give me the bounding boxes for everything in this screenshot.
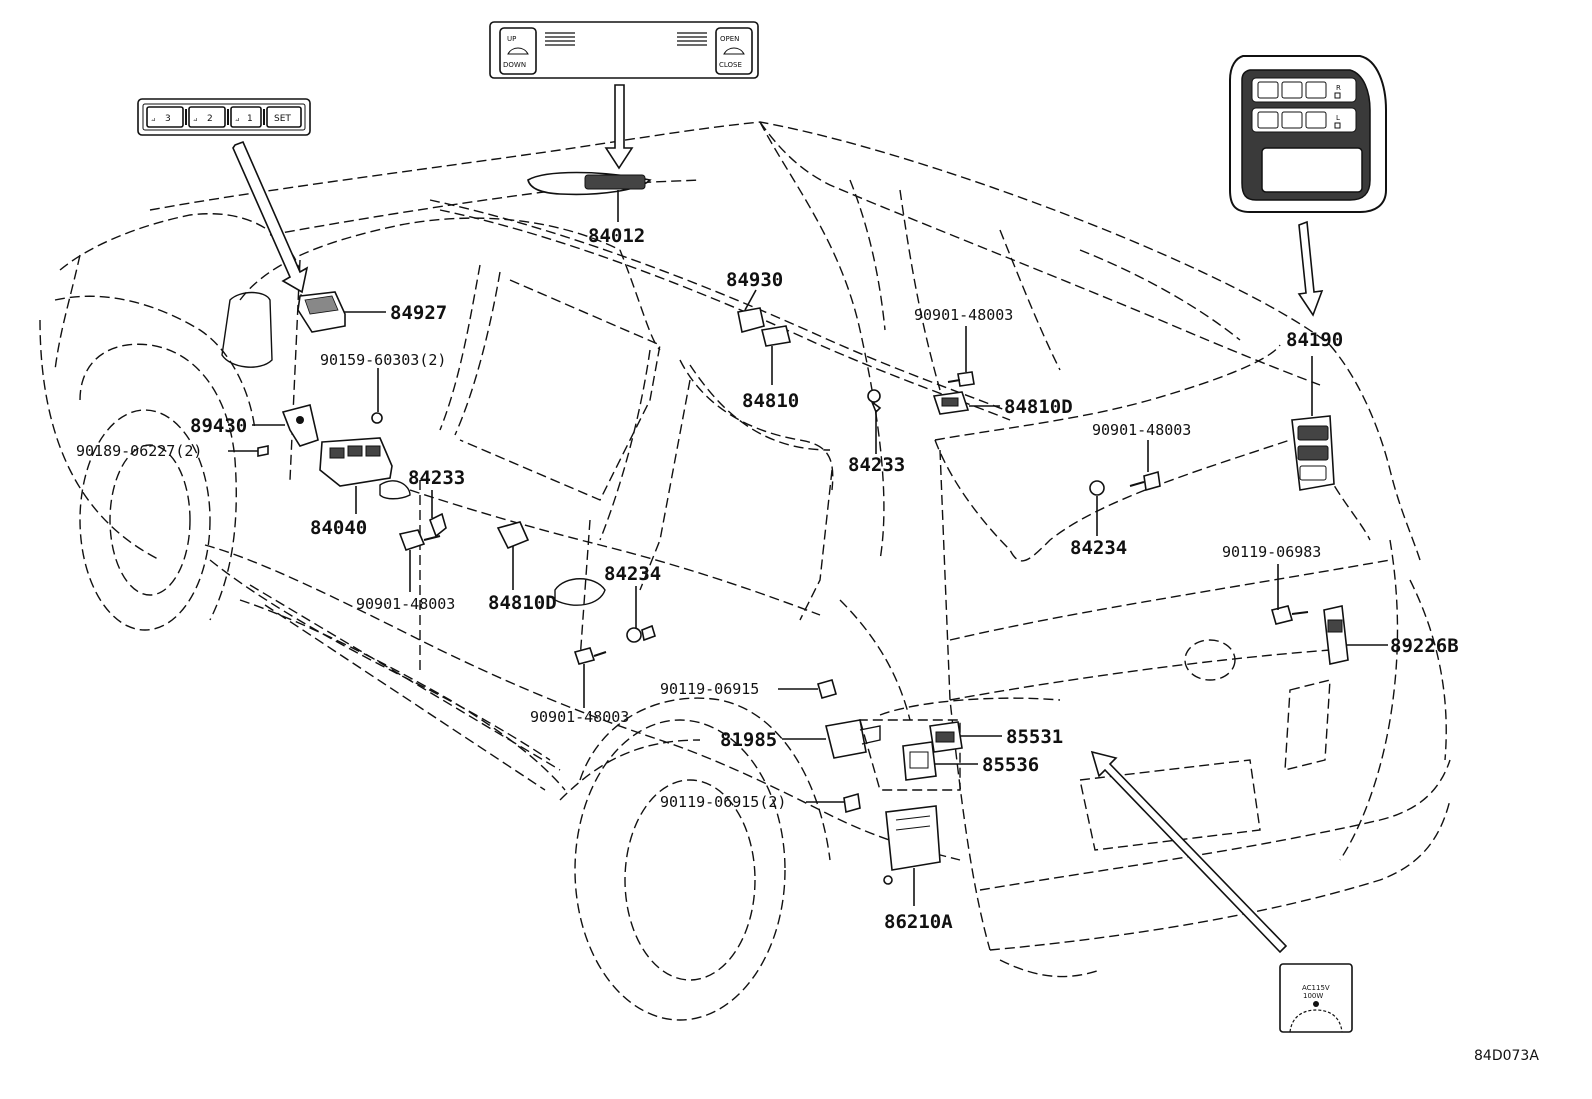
part-84190-drawing bbox=[1291, 415, 1335, 491]
part-84927-drawing bbox=[297, 291, 346, 333]
label-85531: 85531 bbox=[1006, 726, 1063, 748]
part-81985-drawing bbox=[825, 719, 881, 759]
part-89430-drawing bbox=[281, 404, 319, 447]
part-84233a-drawing bbox=[428, 512, 447, 538]
label-86210A: 86210A bbox=[884, 911, 953, 933]
roof-down-label: DOWN bbox=[503, 61, 526, 69]
memory-button-2: 2 bbox=[207, 114, 213, 124]
leader-lines bbox=[228, 190, 1388, 906]
label-89226B: 89226B bbox=[1390, 635, 1459, 657]
part-84810-drawing bbox=[761, 325, 791, 347]
seat-right-label: R bbox=[1336, 84, 1341, 92]
part-84810Da-drawing bbox=[496, 521, 530, 550]
part-90119a-drawing bbox=[1271, 605, 1309, 625]
part-84810Db-drawing bbox=[932, 391, 970, 415]
part-84012-drawing bbox=[527, 171, 652, 196]
diagram-code: 84D073A bbox=[1474, 1048, 1539, 1064]
svg-text:⟓: ⟓ bbox=[235, 114, 239, 124]
part-86210A-drawing bbox=[883, 805, 941, 885]
label-89430: 89430 bbox=[190, 415, 247, 437]
svg-text:⟓: ⟓ bbox=[193, 114, 197, 124]
label-84234-rear: 84234 bbox=[1070, 537, 1127, 559]
arrow-seat-switch bbox=[1297, 220, 1324, 317]
label-84810D-rear: 84810D bbox=[1004, 396, 1073, 418]
memory-button-1: 1 bbox=[247, 114, 253, 124]
part-84234b-drawing bbox=[1089, 480, 1105, 496]
memory-set-button: SET bbox=[274, 114, 291, 124]
part-90901b-drawing bbox=[573, 647, 607, 665]
label-90119-06983: 90119-06983 bbox=[1222, 543, 1321, 561]
arrow-roof-switch bbox=[604, 84, 634, 170]
label-90901-48003-c: 90901-48003 bbox=[914, 306, 1013, 324]
part-90901d-drawing bbox=[1129, 470, 1161, 492]
label-84190: 84190 bbox=[1286, 329, 1343, 351]
outlet-voltage-label: AC115V bbox=[1302, 984, 1330, 992]
part-84234a-drawing bbox=[626, 624, 656, 643]
label-84233-rear: 84233 bbox=[848, 454, 905, 476]
label-81985: 81985 bbox=[720, 729, 777, 751]
part-90119c-drawing bbox=[843, 792, 861, 814]
part-90189-drawing bbox=[257, 445, 269, 457]
label-90189-06227: 90189-06227(2) bbox=[76, 442, 202, 460]
outlet-wattage-label: 100W bbox=[1303, 992, 1323, 1000]
label-84234-front: 84234 bbox=[604, 563, 661, 585]
memory-switch-inset: ⟓ ⟓ ⟓ 3 2 1 SET bbox=[137, 98, 311, 136]
label-90901-48003-a: 90901-48003 bbox=[356, 595, 455, 613]
part-85531-drawing bbox=[929, 721, 963, 753]
label-84927: 84927 bbox=[390, 302, 447, 324]
roof-switch-inset: UP DOWN OPEN CLOSE bbox=[489, 21, 759, 79]
label-84012: 84012 bbox=[588, 225, 645, 247]
memory-button-3: 3 bbox=[165, 114, 171, 124]
label-90159-60303: 90159-60303(2) bbox=[320, 351, 446, 369]
part-90901c-drawing bbox=[947, 371, 975, 387]
roof-close-label: CLOSE bbox=[719, 61, 742, 69]
part-84233b-drawing bbox=[867, 389, 882, 414]
ac-outlet-inset: AC115V 100W bbox=[1279, 963, 1353, 1033]
label-90119-06915-2: 90119-06915(2) bbox=[660, 793, 786, 811]
label-85536: 85536 bbox=[982, 754, 1039, 776]
seat-switch-inset: R L bbox=[1229, 55, 1387, 213]
label-90901-48003-b: 90901-48003 bbox=[530, 708, 629, 726]
part-85536-drawing bbox=[902, 741, 937, 781]
part-84040-drawing bbox=[319, 437, 393, 487]
arrow-memory-switch bbox=[232, 140, 309, 294]
part-labels: 84012 84927 90159-60303(2) 89430 90189-0… bbox=[76, 225, 1459, 933]
label-84810D-front: 84810D bbox=[488, 592, 557, 614]
label-84233-front: 84233 bbox=[408, 467, 465, 489]
label-90119-06915: 90119-06915 bbox=[660, 680, 759, 698]
roof-up-label: UP bbox=[507, 35, 516, 43]
part-90119b-drawing bbox=[817, 679, 837, 699]
part-90159-drawing bbox=[371, 412, 383, 424]
label-90901-48003-d: 90901-48003 bbox=[1092, 421, 1191, 439]
svg-text:⟓: ⟓ bbox=[151, 114, 155, 124]
label-84810: 84810 bbox=[742, 390, 799, 412]
label-84040: 84040 bbox=[310, 517, 367, 539]
seat-left-label: L bbox=[1336, 114, 1340, 122]
vehicle-outline bbox=[39, 121, 1451, 1021]
part-84930-drawing bbox=[737, 307, 765, 333]
part-90901a-drawing bbox=[398, 529, 441, 552]
roof-open-label: OPEN bbox=[720, 35, 739, 43]
label-84930: 84930 bbox=[726, 269, 783, 291]
arrow-ac-outlet bbox=[1090, 750, 1288, 954]
part-89226B-drawing bbox=[1323, 605, 1349, 665]
